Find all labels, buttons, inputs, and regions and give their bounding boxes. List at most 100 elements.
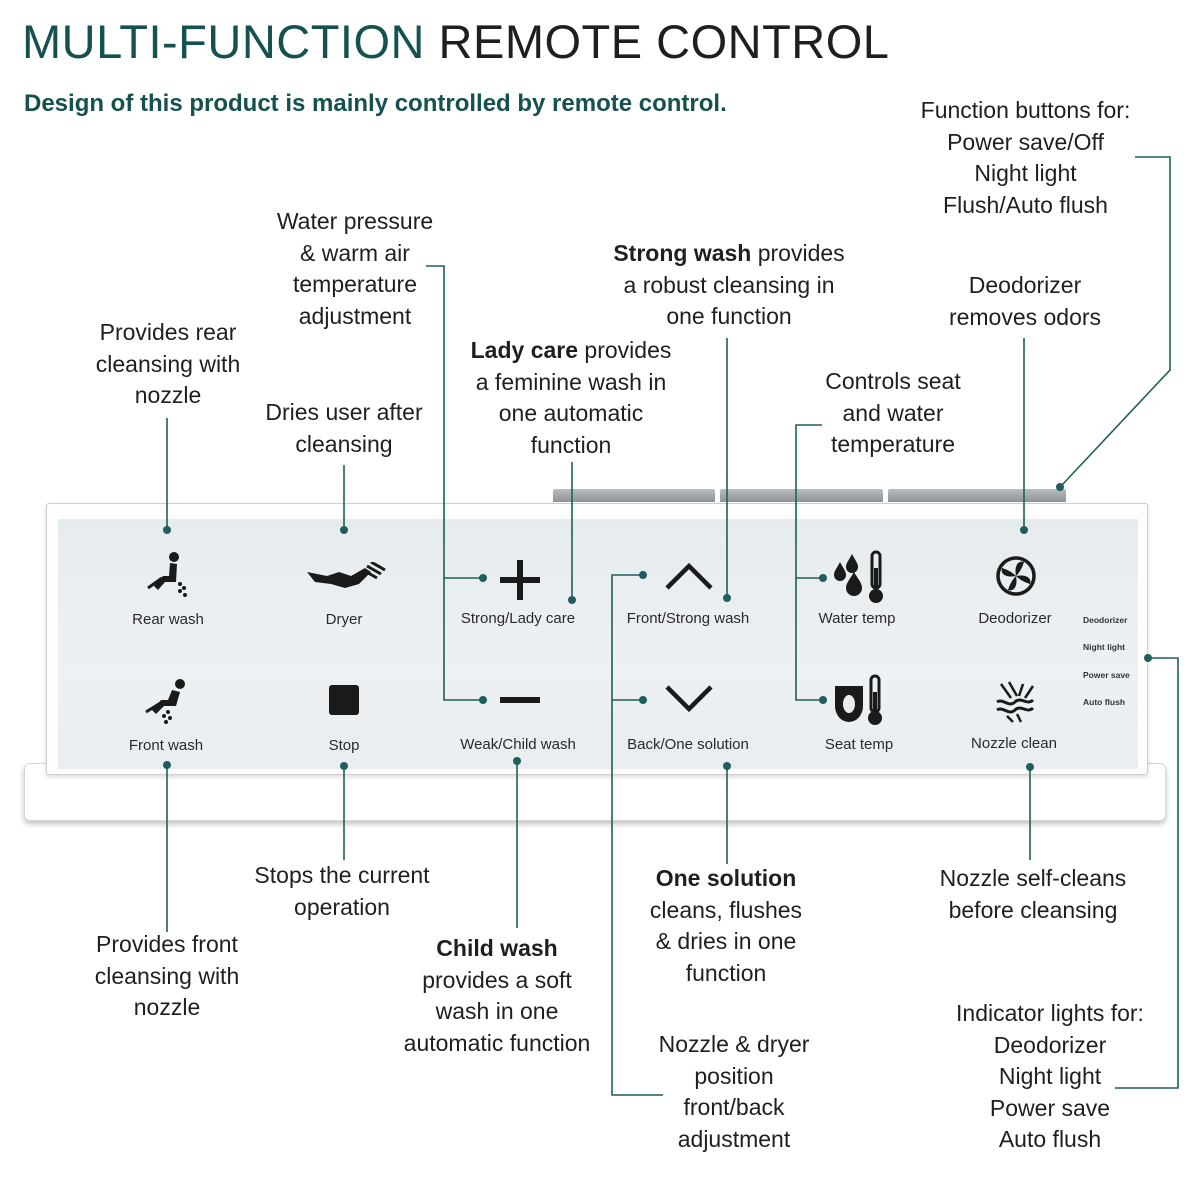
callout-line: before cleansing xyxy=(948,896,1118,923)
dot-down xyxy=(639,696,647,704)
callout-line: a robust cleansing in xyxy=(623,271,835,298)
rear-wash-icon[interactable] xyxy=(144,550,192,602)
callout-seat-water: Controls seat and water temperature xyxy=(800,366,986,461)
label-front-strong: Front/Strong wash xyxy=(626,610,750,627)
label-back-one: Back/One solution xyxy=(627,736,749,753)
callout-line: a feminine wash in xyxy=(475,368,667,395)
callout-line: Function buttons for: xyxy=(920,97,1131,123)
plus-icon[interactable] xyxy=(498,558,542,602)
front-wash-icon[interactable] xyxy=(142,672,192,728)
callout-line: one function xyxy=(666,303,792,329)
callout-line: cleansing xyxy=(295,430,393,457)
label-strong-lady: Strong/Lady care xyxy=(460,610,576,627)
label-stop: Stop xyxy=(328,737,360,754)
callout-line: adjustment xyxy=(298,302,412,329)
title-part-2: REMOTE CONTROL xyxy=(438,15,890,68)
callout-line: automatic function xyxy=(403,1029,591,1056)
top-function-button-2[interactable] xyxy=(720,489,883,502)
leader-seat-water xyxy=(795,424,823,701)
callout-line: adjustment xyxy=(677,1125,791,1152)
callout-water-pressure: Water pressure & warm air temperature ad… xyxy=(250,206,460,332)
leader-water-pressure xyxy=(426,265,483,701)
callout-bold: Strong wash xyxy=(613,240,752,266)
chevron-up-icon[interactable] xyxy=(664,561,714,591)
callout-line: wash in one xyxy=(435,998,559,1024)
callout-line: Stops the current xyxy=(254,862,430,888)
callout-deodorizer: Deodorizer removes odors xyxy=(920,270,1130,333)
dot-indicators xyxy=(1144,654,1152,662)
callout-line: position xyxy=(694,1062,774,1089)
callout-function-buttons: Function buttons for: Power save/Off Nig… xyxy=(903,95,1148,221)
top-function-button-3[interactable] xyxy=(888,489,1066,502)
callout-one-solution: One solution cleans, flushes & dries in … xyxy=(626,863,826,989)
callout-line: front/back xyxy=(683,1094,785,1120)
callout-front-cleansing: Provides front cleansing with nozzle xyxy=(72,929,262,1024)
remote-face xyxy=(58,519,1138,769)
dot-stop xyxy=(340,762,348,770)
stop-square-icon[interactable] xyxy=(328,684,360,716)
callout-line: Night light xyxy=(974,160,1077,186)
callout-line: one automatic xyxy=(498,400,644,426)
callout-line: and water xyxy=(842,399,944,426)
callout-line: cleansing with xyxy=(94,962,240,989)
label-weak-child: Weak/Child wash xyxy=(460,736,576,753)
callout-line: removes odors xyxy=(948,303,1102,330)
dot-plus xyxy=(479,574,487,582)
callout-dries-user: Dries user after cleansing xyxy=(246,397,442,460)
deodorizer-fan-icon[interactable] xyxy=(992,552,1040,600)
indicator-auto-flush: Auto flush xyxy=(1083,697,1126,707)
callout-line: & dries in one xyxy=(655,928,797,954)
label-dryer: Dryer xyxy=(325,611,363,628)
dryer-icon[interactable] xyxy=(305,562,387,596)
dot-dryer xyxy=(340,526,348,534)
callout-rest: provides xyxy=(578,337,672,363)
dot-one xyxy=(723,762,731,770)
callout-line: nozzle xyxy=(133,994,201,1020)
callout-line: provides a soft xyxy=(422,966,572,993)
leader-indicators xyxy=(1115,657,1179,1089)
callout-rest: provides xyxy=(751,240,845,266)
dot-rear xyxy=(163,526,171,534)
callout-line: Deodorizer xyxy=(993,1031,1107,1058)
callout-line: Provides front xyxy=(96,931,238,957)
page-title: MULTI-FUNCTION REMOTE CONTROL xyxy=(22,14,889,69)
callout-stops: Stops the current operation xyxy=(232,860,452,923)
callout-bold: Lady care xyxy=(470,337,579,363)
minus-icon[interactable] xyxy=(498,694,542,706)
callout-line: temperature xyxy=(830,431,955,457)
chevron-down-icon[interactable] xyxy=(664,684,714,714)
callout-indicator-lights: Indicator lights for: Deodorizer Night l… xyxy=(936,998,1164,1156)
callout-line: cleansing with xyxy=(95,350,241,377)
callout-line: operation xyxy=(294,893,390,920)
dot-function xyxy=(1056,483,1064,491)
callout-line: function xyxy=(685,959,767,986)
top-function-button-1[interactable] xyxy=(553,489,715,502)
leader-nozzle-dryer xyxy=(611,574,663,1096)
seat-temp-icon[interactable] xyxy=(833,672,887,728)
indicator-night-light: Night light xyxy=(1083,642,1126,652)
water-temp-icon[interactable] xyxy=(830,548,886,606)
callout-strong-wash: Strong wash provides a robust cleansing … xyxy=(592,238,866,333)
callout-line: Provides rear xyxy=(99,319,237,345)
label-water-temp: Water temp xyxy=(818,610,896,627)
callout-line: Power save xyxy=(989,1094,1111,1121)
callout-line: & warm air xyxy=(300,239,410,266)
dot-deodorizer xyxy=(1020,526,1028,534)
callout-nozzle-dryer: Nozzle & dryer position front/back adjus… xyxy=(640,1029,828,1155)
dot-front xyxy=(163,761,171,769)
callout-nozzle-self: Nozzle self-cleans before cleansing xyxy=(918,863,1148,926)
callout-line: function xyxy=(530,431,612,458)
callout-line: Auto flush xyxy=(998,1126,1102,1152)
callout-line: Controls seat xyxy=(825,368,961,394)
callout-line: nozzle xyxy=(134,382,202,408)
callout-rear-cleansing: Provides rear cleansing with nozzle xyxy=(74,317,262,412)
callout-line: cleans, flushes xyxy=(649,896,803,923)
nozzle-clean-icon[interactable] xyxy=(993,680,1043,724)
dot-up xyxy=(639,571,647,579)
label-seat-temp: Seat temp xyxy=(824,736,894,753)
page-subtitle: Design of this product is mainly control… xyxy=(24,90,727,117)
indicator-power-save: Power save xyxy=(1083,670,1130,680)
callout-line: Flush/Auto flush xyxy=(943,191,1108,218)
title-part-1: MULTI-FUNCTION xyxy=(22,15,425,68)
